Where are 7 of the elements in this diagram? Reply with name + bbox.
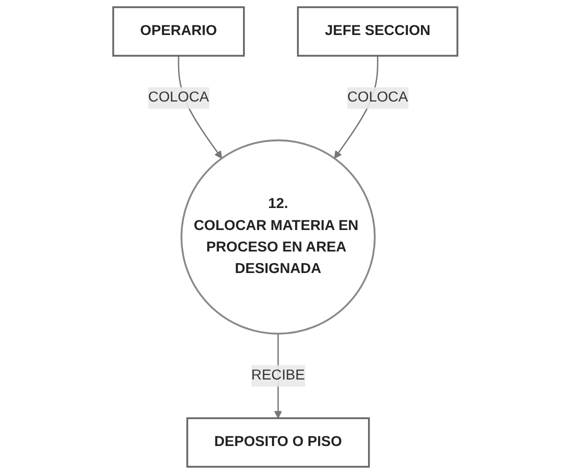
node-box: OPERARIO [112,6,246,57]
edge-label: RECIBE [252,368,306,384]
node-circle: 12. COLOCAR MATERIA EN PROCESO EN AREA DESIGNADA [180,139,376,335]
node-box: JEFE SECCION [297,6,458,57]
edge-label: COLOCA [148,90,210,106]
edge-label: COLOCA [347,90,408,106]
node-box: DEPOSITO O PISO [186,417,370,468]
